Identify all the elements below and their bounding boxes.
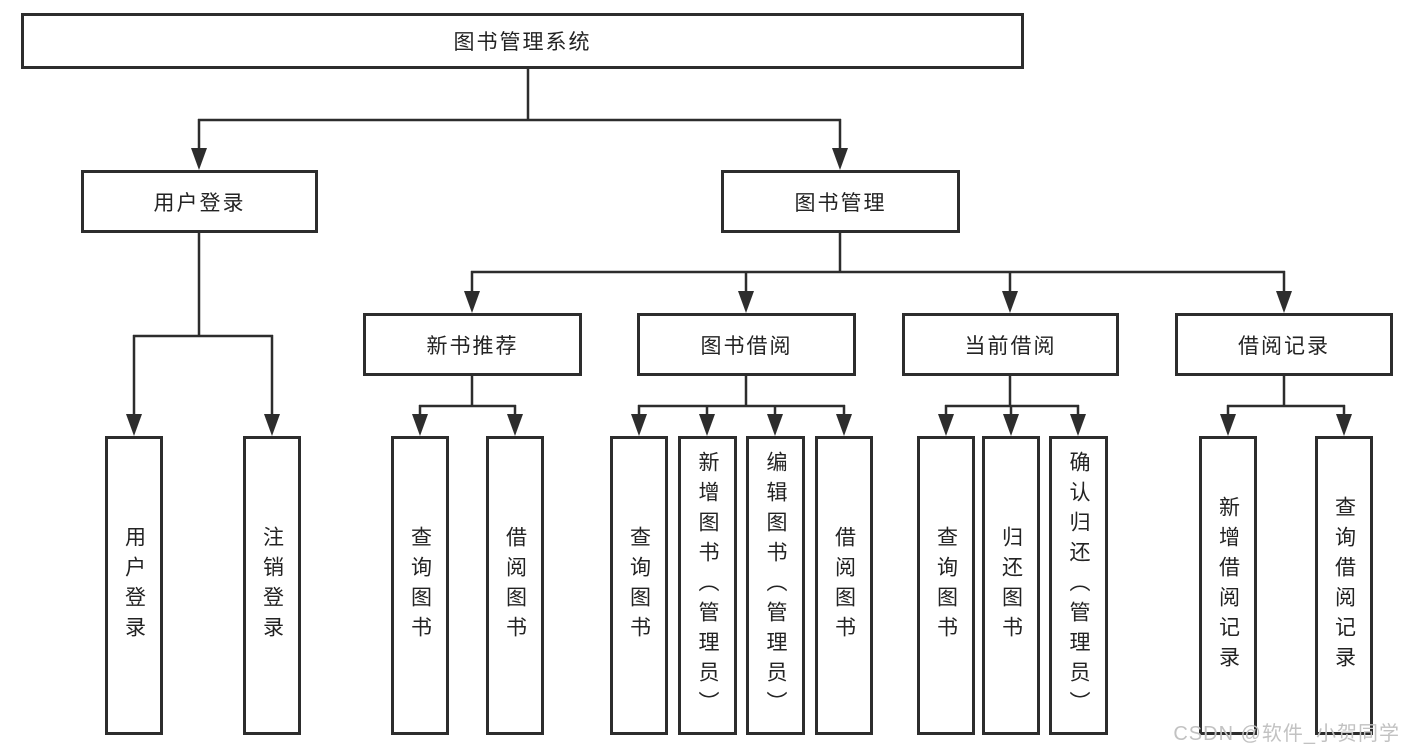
node-user-login: 用户登录 — [81, 170, 318, 233]
node-label: 用户登录 — [122, 525, 146, 646]
node-label: 借阅记录 — [1238, 334, 1330, 358]
node-label: 新书推荐 — [426, 334, 519, 358]
node-book-borrow: 图书借阅 — [637, 313, 856, 376]
node-book-management: 图书管理 — [721, 170, 960, 233]
node-leaf-current-query-books: 查询图书 — [917, 436, 975, 735]
node-label: 图书管理 — [794, 191, 887, 215]
node-leaf-current-confirm-return-admin: 确认归还（管理员） — [1049, 436, 1108, 735]
node-label: 归还图书 — [999, 525, 1023, 646]
node-label: 确认归还（管理员） — [1067, 450, 1091, 721]
node-library-system: 图书管理系统 — [21, 13, 1024, 69]
node-leaf-borrow-edit-books-admin: 编辑图书（管理员） — [746, 436, 805, 735]
node-label: 当前借阅 — [964, 334, 1057, 358]
node-label: 借阅图书 — [503, 525, 527, 646]
node-leaf-user-login: 用户登录 — [105, 436, 163, 735]
node-label: 查询借阅记录 — [1332, 495, 1356, 676]
node-leaf-borrow-add-books-admin: 新增图书（管理员） — [678, 436, 737, 735]
node-leaf-borrow-borrow-books: 借阅图书 — [815, 436, 873, 735]
node-label: 查询图书 — [627, 525, 651, 646]
node-current-borrow: 当前借阅 — [902, 313, 1119, 376]
node-label: 图书管理系统 — [453, 31, 592, 54]
node-leaf-records-add-borrow-record: 新增借阅记录 — [1199, 436, 1257, 735]
watermark: CSDN @软件_小贺同学 — [1173, 723, 1400, 745]
node-leaf-logout-login: 注销登录 — [243, 436, 301, 735]
node-new-book-recommend: 新书推荐 — [363, 313, 582, 376]
node-label: 借阅图书 — [832, 525, 856, 646]
arrowheads — [126, 148, 1352, 436]
node-label: 用户登录 — [153, 191, 246, 215]
node-label: 新增图书（管理员） — [696, 450, 720, 721]
node-leaf-current-return-books: 归还图书 — [982, 436, 1040, 735]
node-leaf-records-query-borrow-record: 查询借阅记录 — [1315, 436, 1373, 735]
node-label: 查询图书 — [934, 525, 958, 646]
node-label: 注销登录 — [260, 525, 284, 646]
node-label: 新增借阅记录 — [1216, 495, 1240, 676]
node-label: 查询图书 — [408, 525, 432, 646]
node-label: 编辑图书（管理员） — [764, 450, 788, 721]
node-leaf-recommend-borrow-books: 借阅图书 — [486, 436, 544, 735]
node-label: 图书借阅 — [700, 334, 793, 358]
node-borrow-records: 借阅记录 — [1175, 313, 1393, 376]
node-leaf-recommend-query-books: 查询图书 — [391, 436, 449, 735]
node-leaf-borrow-query-books: 查询图书 — [610, 436, 668, 735]
